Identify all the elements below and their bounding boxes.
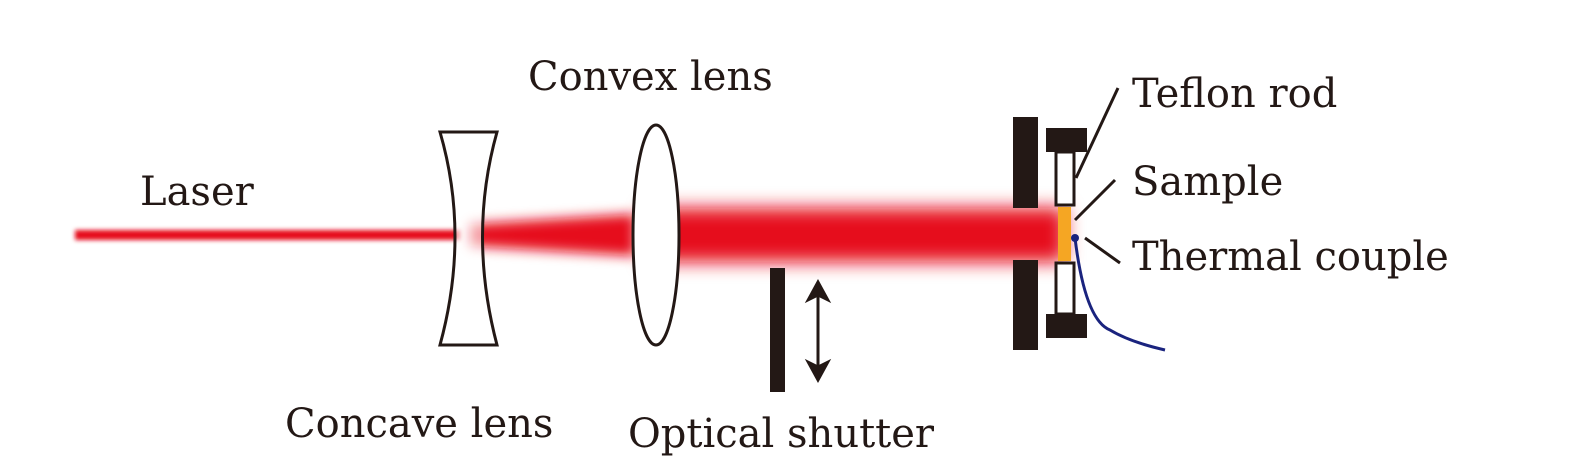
thermocouple-junction	[1071, 234, 1079, 242]
label-convex-lens: Convex lens	[528, 54, 773, 100]
label-teflon-rod: Teflon rod	[1132, 71, 1337, 117]
clamp-top	[1046, 128, 1087, 152]
expanded-beam	[645, 208, 1065, 262]
convex-lens	[631, 123, 681, 347]
leader-teflon-rod	[1074, 87, 1120, 179]
laser-beam	[75, 230, 460, 240]
leader-sample	[1073, 178, 1117, 222]
optical-shutter	[770, 268, 785, 392]
clamp-bottom	[1046, 314, 1087, 338]
diverging-beam	[470, 214, 635, 256]
label-sample: Sample	[1132, 159, 1283, 205]
leader-thermal-couple	[1084, 236, 1121, 265]
label-optical-shutter: Optical shutter	[628, 411, 935, 457]
thermocouple-wire	[1073, 237, 1166, 352]
holder-plate-bottom	[1013, 260, 1038, 350]
label-laser: Laser	[140, 169, 255, 215]
double-arrow-icon	[804, 278, 832, 384]
teflon-rod-bottom	[1054, 261, 1076, 316]
teflon-rod-top	[1054, 150, 1076, 207]
sample	[1058, 207, 1071, 261]
label-concave-lens: Concave lens	[285, 401, 553, 447]
concave-lens	[438, 130, 499, 347]
holder-plate-top	[1013, 117, 1038, 208]
label-thermal-couple: Thermal couple	[1132, 234, 1449, 280]
